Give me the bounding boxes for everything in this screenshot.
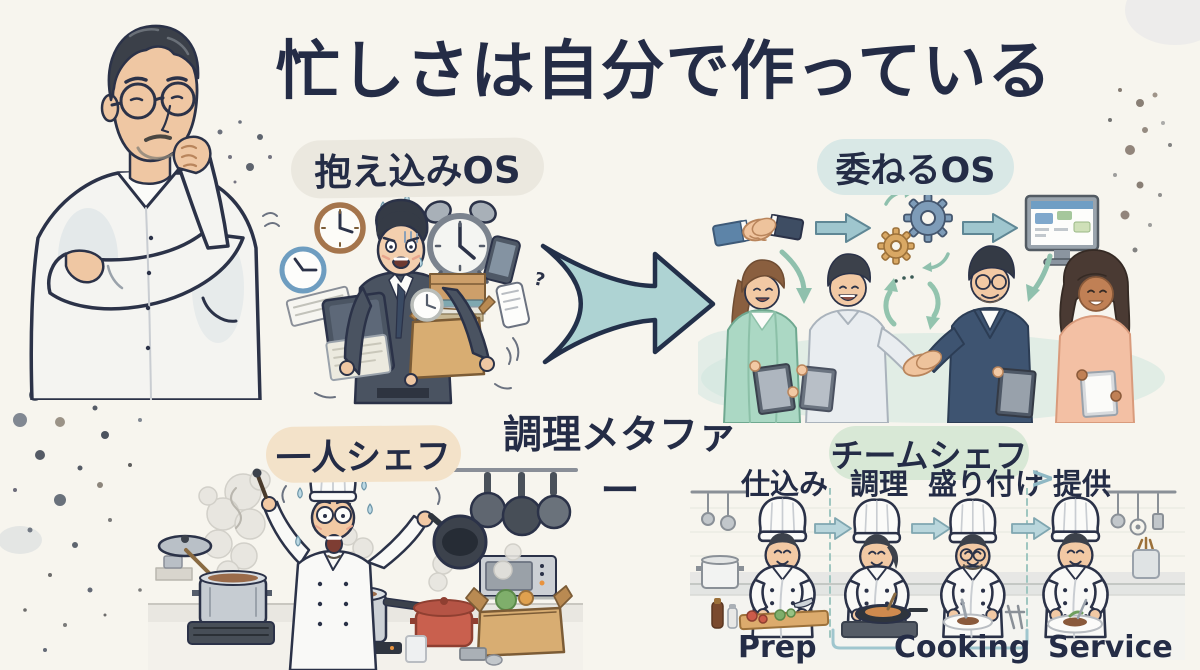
stage-label-service-jp: 提供 bbox=[1053, 467, 1112, 501]
chef-cooking bbox=[844, 498, 910, 639]
cycle-arrows-icon bbox=[883, 275, 941, 330]
person-man-shirt bbox=[796, 253, 921, 423]
label-team-chef: チームシェフ bbox=[829, 426, 1029, 480]
vegetable-box bbox=[465, 585, 573, 658]
handshake-icon bbox=[712, 213, 805, 247]
cutting-board bbox=[738, 597, 830, 631]
svg-text:?: ? bbox=[532, 268, 547, 291]
stage-label-cooking-en: Cooking bbox=[894, 630, 1031, 665]
thinking-man-illustration bbox=[29, 24, 262, 400]
stage-label-prep-jp: 仕込み bbox=[741, 467, 829, 501]
red-pot bbox=[410, 597, 478, 648]
person-man-blazer bbox=[921, 245, 1037, 423]
steam-cloud bbox=[198, 469, 271, 584]
stage-label-cooking-jp: 調理 bbox=[850, 467, 909, 501]
clock-icon-brown bbox=[314, 202, 366, 254]
smartphone-icon bbox=[483, 235, 521, 285]
stage-label-plating-jp: 盛り付け bbox=[928, 467, 1045, 501]
arrow-right-icon bbox=[1011, 517, 1051, 540]
clock-icon-blue bbox=[279, 246, 327, 294]
label-hoarding-os: 抱え込みOS bbox=[290, 137, 545, 199]
chef-prep bbox=[749, 496, 816, 639]
arrow-right-icon bbox=[911, 517, 951, 540]
arrow-right-icon bbox=[814, 517, 852, 540]
person-woman-mint bbox=[723, 259, 801, 423]
monitor-kanban-icon bbox=[1024, 194, 1100, 266]
chef-service bbox=[1042, 496, 1109, 639]
stage-chevron: > bbox=[1030, 461, 1056, 496]
panicked-chef bbox=[252, 455, 488, 670]
microwave-icon bbox=[472, 555, 564, 600]
page-title: 忙しさは自分で作っている bbox=[275, 35, 1053, 109]
hanging-utensils bbox=[1103, 490, 1177, 536]
smartphone-icon-2 bbox=[495, 281, 530, 329]
cooking-bracket bbox=[831, 628, 1029, 650]
arrow-right-icon-2 bbox=[962, 213, 1018, 243]
service-plate bbox=[1047, 598, 1103, 634]
pot-lid bbox=[157, 534, 213, 576]
team-chef-illustration bbox=[690, 488, 1185, 660]
stage-label-prep-en: Prep bbox=[738, 630, 817, 665]
arrow-right-icon bbox=[815, 213, 871, 243]
utensil-crock bbox=[1132, 536, 1160, 579]
watercolor-wash-corner bbox=[1125, 0, 1200, 45]
newspaper bbox=[285, 285, 354, 327]
gear-icon-blue bbox=[903, 193, 953, 243]
pot-on-stove bbox=[187, 570, 275, 645]
ink-splatter-right bbox=[1108, 88, 1172, 267]
chef-plating bbox=[940, 498, 1006, 639]
delegate-os-illustration bbox=[698, 188, 1165, 423]
solo-chef-illustration bbox=[148, 455, 583, 670]
alarm-clock-icon bbox=[424, 200, 497, 284]
clock-icon-small bbox=[410, 288, 444, 322]
hanging-pans-rack bbox=[452, 468, 578, 537]
box-icon-open bbox=[408, 295, 496, 380]
stove-pan bbox=[841, 592, 928, 638]
stock-pot bbox=[696, 555, 744, 589]
hoarding-os-illustration: ? bbox=[262, 193, 547, 405]
plating-station bbox=[943, 598, 1026, 631]
hanging-ladles bbox=[690, 490, 748, 531]
gear-icon-orange bbox=[877, 227, 915, 265]
label-delegate-os: 委ねるOS bbox=[817, 139, 1014, 195]
ink-splatter-mid bbox=[217, 120, 272, 184]
person-woman-peach bbox=[1055, 249, 1135, 423]
salt-pepper-shakers bbox=[711, 598, 738, 629]
transition-arrow-icon bbox=[540, 243, 716, 365]
label-solo-chef: 一人シェフ bbox=[265, 424, 462, 484]
stage-label-service-en: Service bbox=[1048, 630, 1173, 665]
label-cooking-metaphor: 調理メタファー bbox=[502, 413, 737, 514]
